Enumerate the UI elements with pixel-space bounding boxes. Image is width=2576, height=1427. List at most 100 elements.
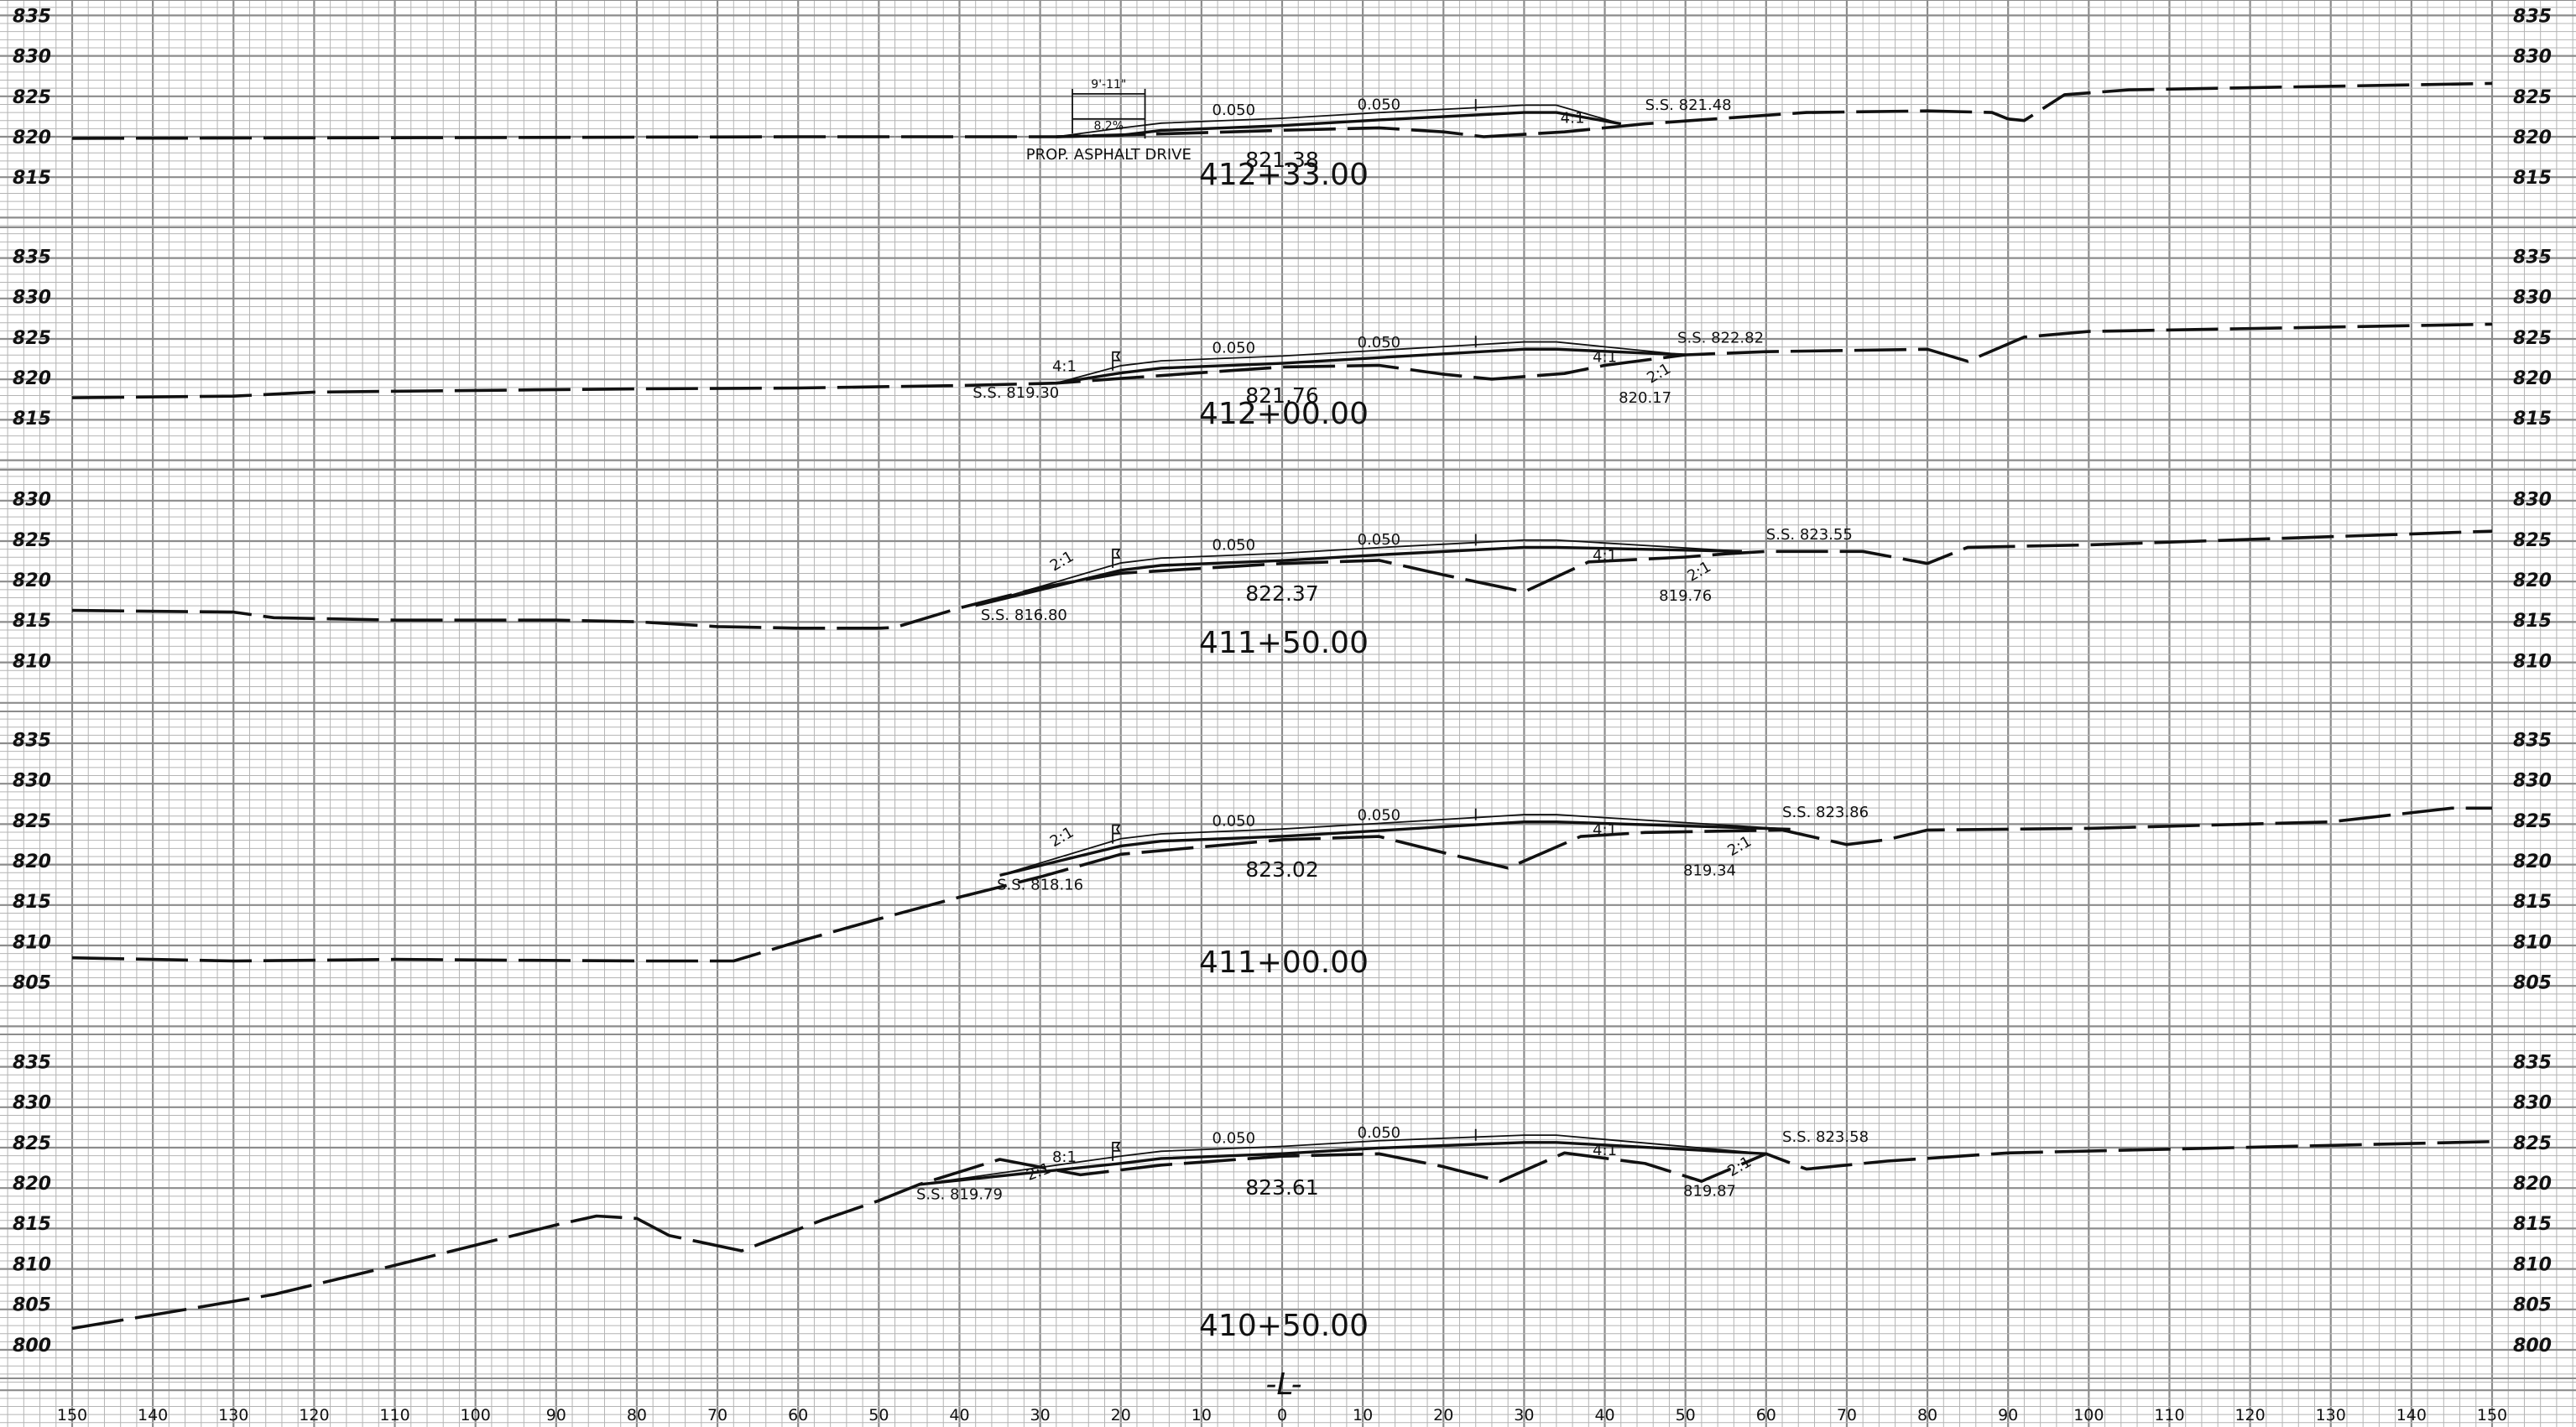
elevation-label-left: 830 [13,288,51,309]
elevation-label-left: 835 [13,247,51,268]
elevation-label-right: 820 [2513,128,2552,148]
elevation-label-left: 815 [13,611,51,632]
ss-left-label: S.S. 819.30 [973,384,1059,402]
existing-ground-line [71,806,2492,963]
proposed-grade-line [999,820,1791,878]
slope-right-label: 0.050 [1358,1124,1401,1142]
offset-axis-label: 100 [2073,1406,2104,1424]
slope-right-label: 0.050 [1358,334,1401,352]
drive-width-label: 9'-11" [1091,78,1126,91]
elevation-label-right: 810 [2513,651,2552,672]
offset-axis-label: 30 [1514,1406,1534,1424]
elevation-label-right: 835 [2513,1052,2552,1073]
elevation-label-right: 815 [2513,611,2552,632]
offset-axis-label: 130 [218,1406,248,1424]
offset-axis-label: 140 [138,1406,168,1424]
slope-right-label: 0.050 [1358,96,1401,113]
offset-axis-label: 10 [1353,1406,1373,1424]
ditch-elevation-label: 819.34 [1683,862,1736,879]
subgrade-line [919,1134,1766,1185]
elevation-label-right: 830 [2513,771,2552,792]
elevation-label-right: 835 [2513,6,2552,27]
station-label: 412+33.00 [1199,158,1369,192]
station-label: 411+50.00 [1199,626,1369,660]
elevation-label-right: 825 [2513,1133,2552,1154]
ditch-elevation-label: 819.76 [1659,587,1712,605]
elevation-label-left: 835 [13,1052,51,1073]
elevation-label-left: 830 [13,490,51,511]
ss-left-label: S.S. 818.16 [997,877,1083,894]
elevation-label-right: 820 [2513,368,2552,389]
elevation-label-left: 820 [13,570,51,591]
elevation-label-right: 800 [2513,1336,2552,1357]
elevation-label-right: 815 [2513,168,2552,189]
ditch-elevation-label: 819.87 [1683,1182,1736,1200]
elevation-label-left: 815 [13,409,51,430]
elevation-label-left: 810 [13,932,51,953]
elevation-label-left: 825 [13,811,51,832]
ss-left-label: S.S. 819.79 [916,1185,1003,1203]
drive-label: PROP. ASPHALT DRIVE [1026,146,1192,164]
elevation-label-left: 815 [13,1214,51,1235]
elevation-label-left: 815 [13,892,51,913]
offset-axis-label: 120 [299,1406,329,1424]
offset-axis-label: 40 [1594,1406,1614,1424]
offset-axis-label: 100 [461,1406,491,1424]
ss-left-label: S.S. 816.80 [981,607,1067,624]
offset-axis-label: 150 [2477,1406,2507,1424]
station-label: 412+00.00 [1199,397,1369,431]
ss-right-label: S.S. 822.82 [1677,330,1764,347]
offset-axis-label: 80 [1917,1406,1937,1424]
subgrade-line [1056,341,1686,384]
offset-axis-label: 110 [379,1406,409,1424]
elevation-label-left: 820 [13,852,51,872]
existing-ground-line [71,81,2493,140]
cross-sections: 835 835 830 830 825 825 820 820 815 815 0.050 0.050… [13,6,2552,1356]
offset-axis-label: 70 [707,1406,727,1424]
side-slope-right-label: 4:1 [1561,110,1585,128]
offset-axis-label: 70 [1837,1406,1857,1424]
elevation-label-left: 810 [13,1254,51,1275]
elevation-label-right: 805 [2513,1295,2552,1316]
alignment-mark: -L- [1265,1367,1301,1402]
ss-right-label: S.S. 823.55 [1766,526,1853,544]
elevation-label-right: 815 [2513,892,2552,913]
cl-elevation-label: 822.37 [1245,581,1318,606]
elevation-label-right: 830 [2513,1093,2552,1114]
offset-axis-label: 60 [788,1406,808,1424]
elevation-label-left: 800 [13,1336,51,1357]
cl-elevation-label: 823.61 [1245,1175,1318,1200]
elevation-label-right: 835 [2513,247,2552,268]
slope-right-label: 0.050 [1358,807,1401,825]
cl-elevation-label: 821.76 [1245,383,1318,408]
slope-left-label: 0.050 [1212,537,1256,555]
section-band-dividers [0,0,2576,1379]
slope-left-label: 0.050 [1212,1130,1256,1148]
offset-axis-label: 130 [2316,1406,2346,1424]
ss-right-label: S.S. 821.48 [1645,96,1732,114]
slope-left-label: 0.050 [1212,812,1256,830]
side-slope-left-label: 8:1 [1052,1148,1077,1166]
offset-axis-label: 90 [546,1406,566,1424]
elevation-label-left: 825 [13,1133,51,1154]
elevation-label-right: 825 [2513,811,2552,832]
elevation-label-left: 825 [13,87,51,108]
elevation-label-right: 835 [2513,730,2552,751]
elevation-label-left: 835 [13,730,51,751]
slope-left-label: 0.050 [1212,102,1256,119]
cl-elevation-label: 823.02 [1245,857,1318,882]
elevation-label-left: 815 [13,168,51,189]
subgrade-line [1056,104,1622,138]
elevation-label-right: 830 [2513,490,2552,511]
curb-marker-icon [1112,351,1121,371]
existing-ground-line [71,322,2493,399]
elevation-label-right: 810 [2513,932,2552,953]
curb-marker-icon [1112,1141,1121,1161]
existing-ground-line [71,529,2493,630]
